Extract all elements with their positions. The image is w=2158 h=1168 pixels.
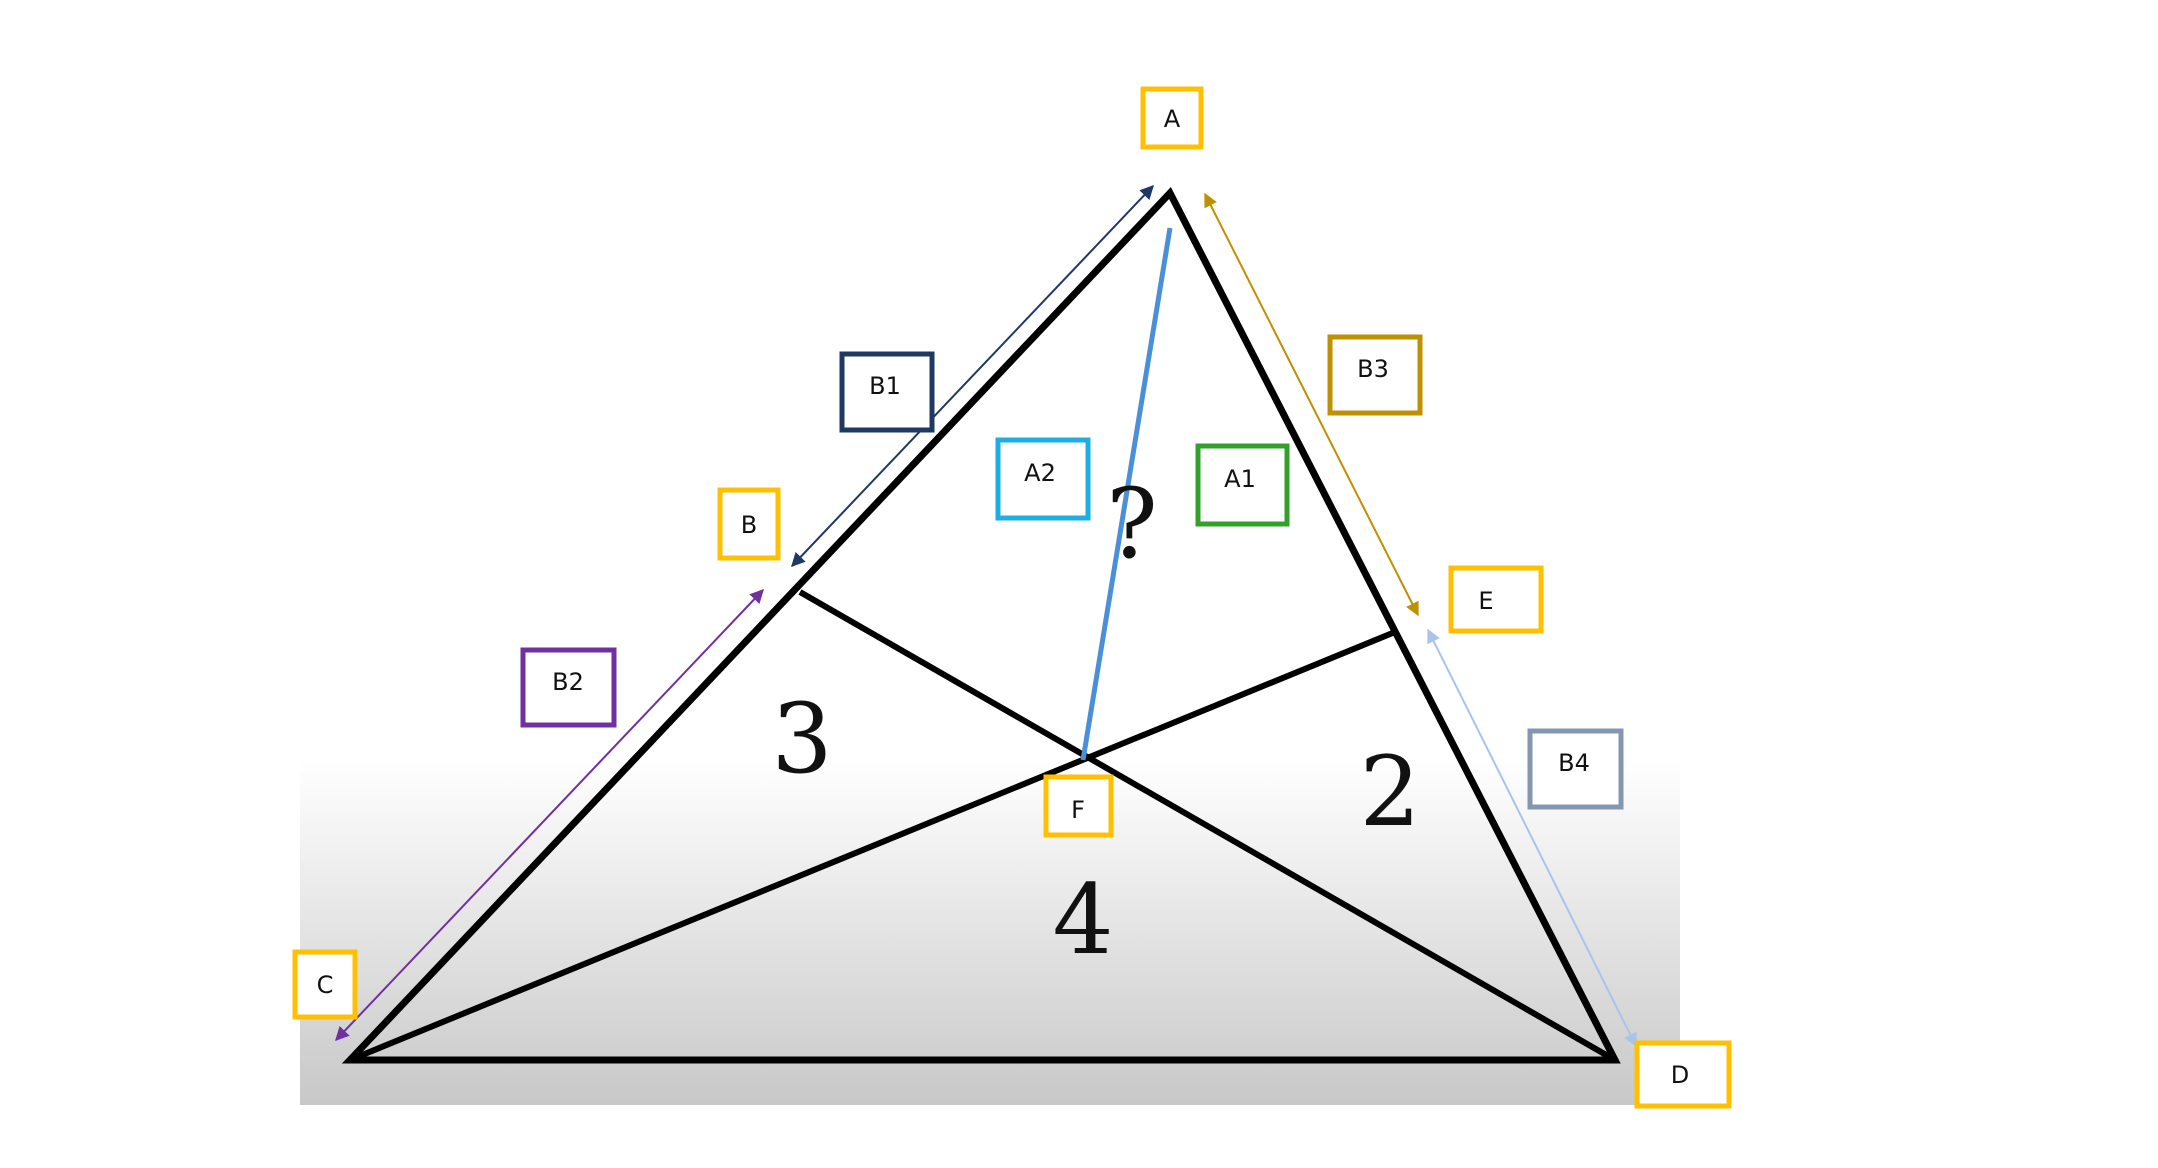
region-label-top: ? — [1106, 468, 1157, 580]
point-label-d: D — [1634, 1040, 1732, 1109]
arrow-b3 — [1204, 192, 1419, 617]
region-label-left: 3 — [771, 683, 832, 795]
svg-text:C: C — [317, 971, 334, 999]
segment-label-b4: B4 — [1527, 728, 1624, 810]
svg-text:F: F — [1071, 796, 1085, 824]
background-panel — [300, 760, 1680, 1105]
svg-text:B2: B2 — [552, 668, 584, 696]
svg-text:D: D — [1671, 1061, 1689, 1089]
point-label-e: E — [1448, 565, 1544, 634]
arrow-b1 — [791, 184, 1154, 568]
svg-text:B1: B1 — [869, 372, 901, 400]
arrow-b2 — [335, 588, 764, 1042]
point-label-a: A — [1140, 86, 1204, 150]
svg-text:B3: B3 — [1357, 355, 1389, 383]
region-label-right: 2 — [1359, 736, 1420, 848]
point-label-c: C — [292, 949, 358, 1020]
point-label-f: F — [1043, 774, 1114, 838]
svg-text:A2: A2 — [1024, 459, 1056, 487]
region-label-bottom: 4 — [1052, 864, 1113, 976]
area-label-a2: A2 — [995, 437, 1091, 521]
svg-text:A1: A1 — [1224, 465, 1256, 493]
svg-text:A: A — [1164, 105, 1181, 133]
segment-label-b3: B3 — [1327, 334, 1423, 416]
point-label-b: B — [717, 487, 781, 561]
arrow-b4 — [1427, 628, 1637, 1048]
svg-text:E: E — [1478, 587, 1493, 615]
svg-text:B: B — [741, 511, 757, 539]
area-label-a1: A1 — [1195, 443, 1290, 527]
segment-label-b1: B1 — [839, 351, 935, 433]
segment-label-b2: B2 — [520, 647, 617, 728]
svg-text:B4: B4 — [1558, 749, 1590, 777]
